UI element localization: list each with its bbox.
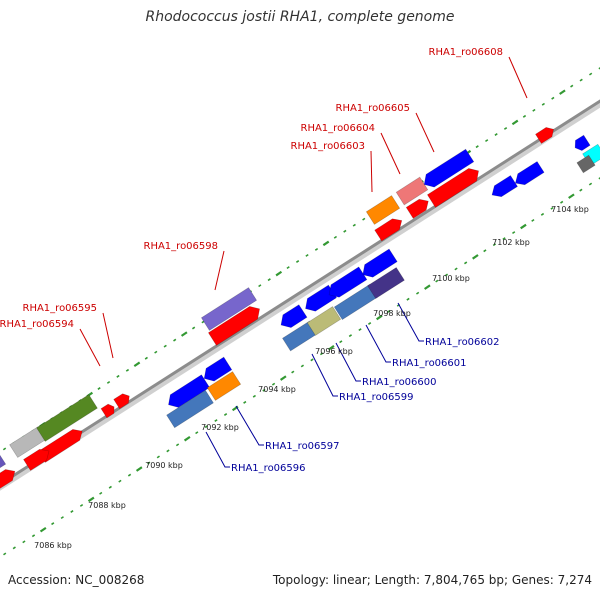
gene-feature[interactable]	[426, 168, 479, 208]
reverse-gene-label[interactable]: RHA1_ro06600	[362, 377, 437, 388]
gene-features	[0, 127, 600, 499]
reverse-gene-label[interactable]: RHA1_ro06599	[339, 392, 414, 403]
forward-gene-label[interactable]: RHA1_ro06604	[301, 123, 376, 134]
tick-label: 7090 kbp	[145, 461, 183, 470]
tick-label: 7094 kbp	[258, 385, 296, 394]
gene-feature[interactable]	[515, 161, 545, 186]
gene-feature[interactable]	[574, 134, 591, 151]
gene-feature[interactable]	[168, 374, 211, 408]
reverse-gene-label[interactable]: RHA1_ro06597	[265, 441, 340, 452]
scale-ticks	[2, 67, 600, 556]
gene-labels: RHA1_ro06594RHA1_ro06595RHA1_ro06598RHA1…	[0, 47, 503, 474]
gene-feature[interactable]	[306, 306, 342, 336]
gene-feature[interactable]	[328, 266, 368, 298]
gene-feature[interactable]	[491, 175, 518, 198]
gene-feature[interactable]	[535, 127, 554, 144]
gene-feature[interactable]	[280, 304, 308, 328]
forward-gene-label[interactable]: RHA1_ro06603	[291, 141, 366, 152]
gene-feature[interactable]	[113, 393, 130, 410]
gene-feature[interactable]	[576, 154, 596, 174]
reverse-gene-label[interactable]: RHA1_ro06601	[392, 358, 467, 369]
reverse-gene-label[interactable]: RHA1_ro06596	[231, 463, 306, 474]
label-leaders	[79, 56, 528, 468]
tick-label: 7088 kbp	[88, 501, 126, 510]
gene-feature[interactable]	[374, 218, 403, 242]
gene-feature[interactable]	[23, 448, 50, 471]
tick-label: 7100 kbp	[432, 274, 470, 283]
forward-gene-label[interactable]: RHA1_ro06594	[0, 319, 74, 330]
forward-gene-label[interactable]: RHA1_ro06605	[336, 103, 411, 114]
forward-gene-label[interactable]: RHA1_ro06608	[429, 47, 504, 58]
tick-label: 7092 kbp	[201, 423, 239, 432]
gene-feature[interactable]	[365, 195, 401, 225]
tick-labels: 7086 kbp 7088 kbp 7090 kbp 7092 kbp 7094 kbp…	[34, 205, 589, 550]
gene-feature[interactable]	[207, 306, 260, 346]
tick-label: 7102 kbp	[492, 238, 530, 247]
gene-feature[interactable]	[362, 248, 398, 278]
tick-label: 7096 kbp	[315, 347, 353, 356]
gene-feature[interactable]	[0, 452, 7, 471]
gene-feature[interactable]	[206, 371, 242, 401]
genome-summary-text: Topology: linear; Length: 7,804,765 bp; …	[272, 573, 592, 587]
gene-feature[interactable]	[405, 198, 429, 219]
accession-text: Accession: NC_008268	[8, 573, 145, 587]
map-title: Rhodococcus jostii RHA1, complete genome	[145, 9, 455, 25]
gene-feature[interactable]	[367, 267, 405, 299]
reverse-gene-label[interactable]: RHA1_ro06602	[425, 337, 500, 348]
tick-label: 7104 kbp	[551, 205, 589, 214]
forward-gene-label[interactable]: RHA1_ro06595	[23, 303, 98, 314]
gene-feature[interactable]	[423, 148, 475, 188]
gene-feature[interactable]	[166, 389, 214, 429]
gene-feature[interactable]	[0, 469, 16, 499]
gene-feature[interactable]	[100, 403, 115, 419]
tick-label: 7086 kbp	[34, 541, 72, 550]
gene-feature[interactable]	[305, 284, 337, 312]
gene-feature[interactable]	[200, 287, 258, 331]
gene-feature[interactable]	[395, 176, 429, 206]
genome-backbone	[0, 99, 600, 491]
gene-feature[interactable]	[36, 394, 98, 442]
gene-feature[interactable]	[203, 356, 233, 382]
tick-label: 7098 kbp	[373, 309, 411, 318]
forward-gene-label[interactable]: RHA1_ro06598	[144, 241, 219, 252]
